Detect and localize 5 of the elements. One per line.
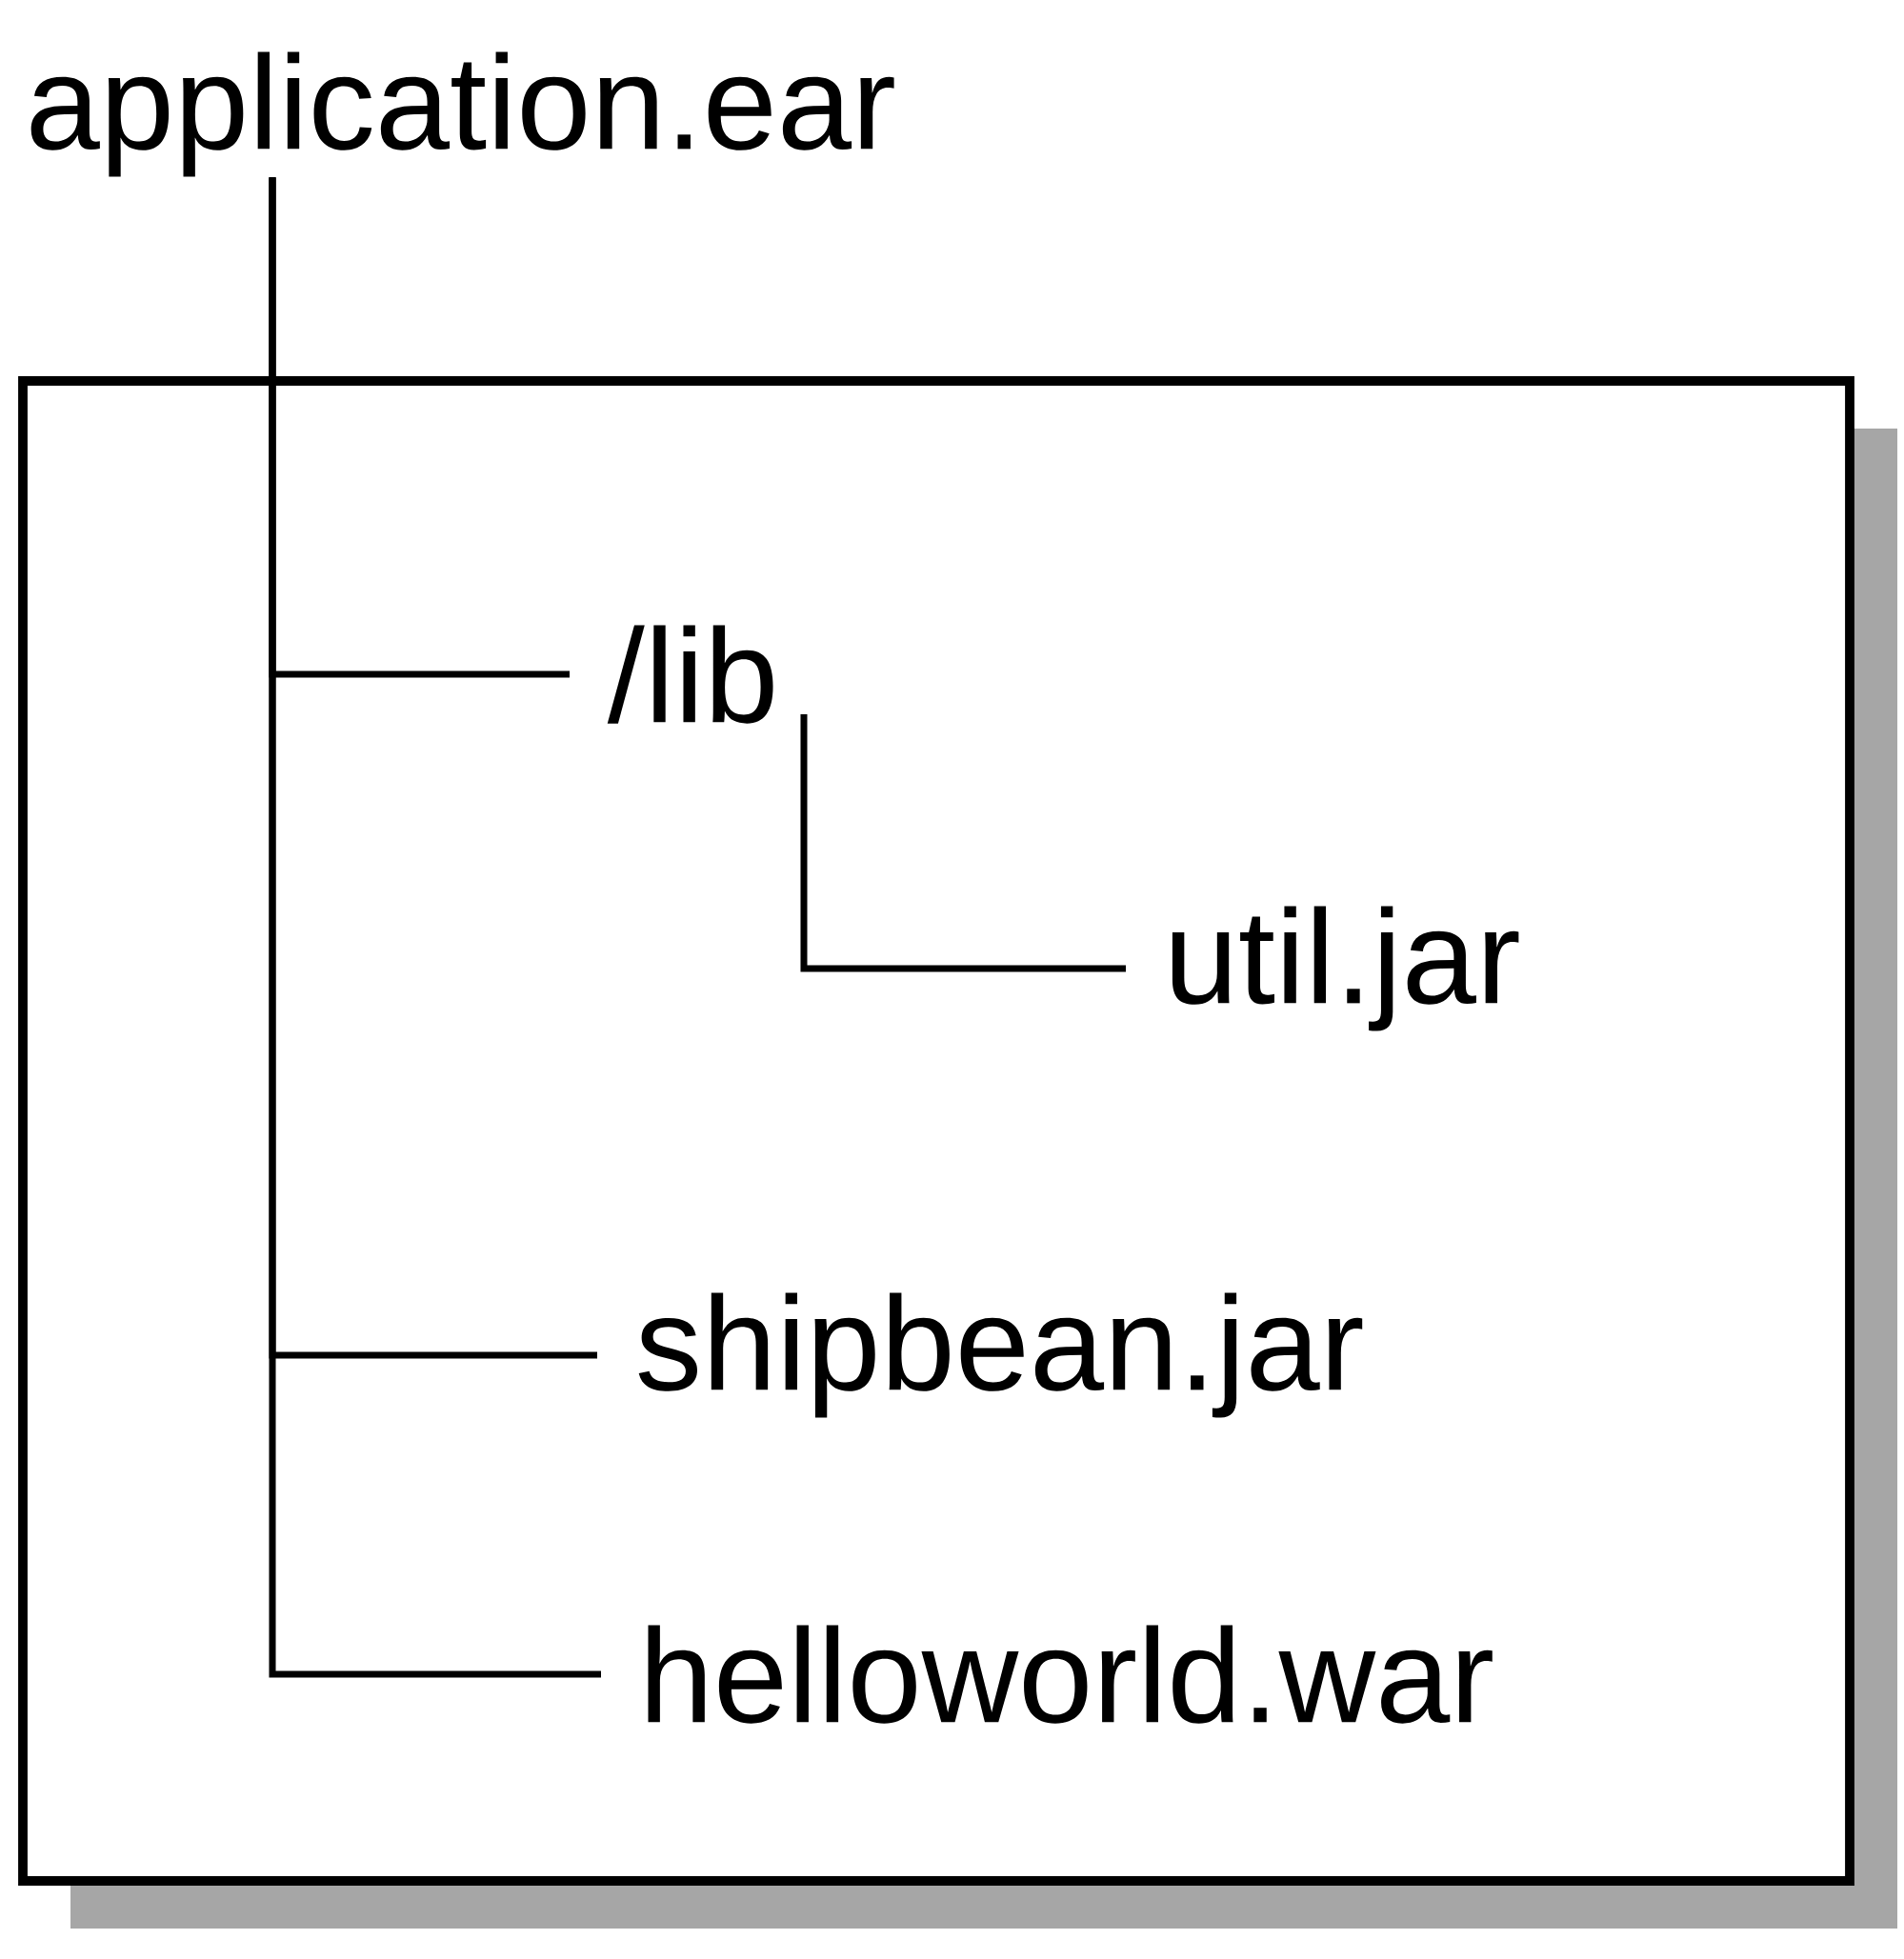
- file-name: shipbean.jar: [638, 1292, 1363, 1418]
- node-label: application.ear: [30, 51, 894, 177]
- file-name: /lib: [607, 625, 773, 724]
- file-name: helloworld.war: [648, 1625, 1493, 1724]
- file-name: util.jar: [1172, 906, 1519, 1031]
